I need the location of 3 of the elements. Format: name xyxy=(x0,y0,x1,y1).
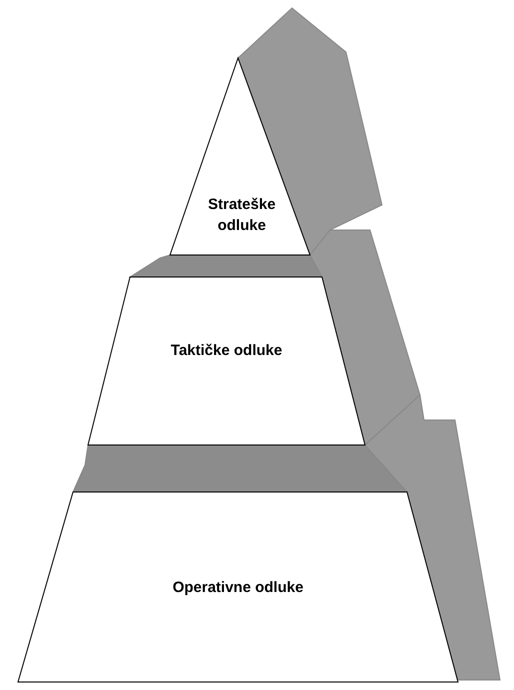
tier-label: Operativne odluke xyxy=(172,578,304,598)
tier-label: Taktičke odluke xyxy=(170,341,282,361)
tier-label: Strateške odluke xyxy=(208,195,276,236)
